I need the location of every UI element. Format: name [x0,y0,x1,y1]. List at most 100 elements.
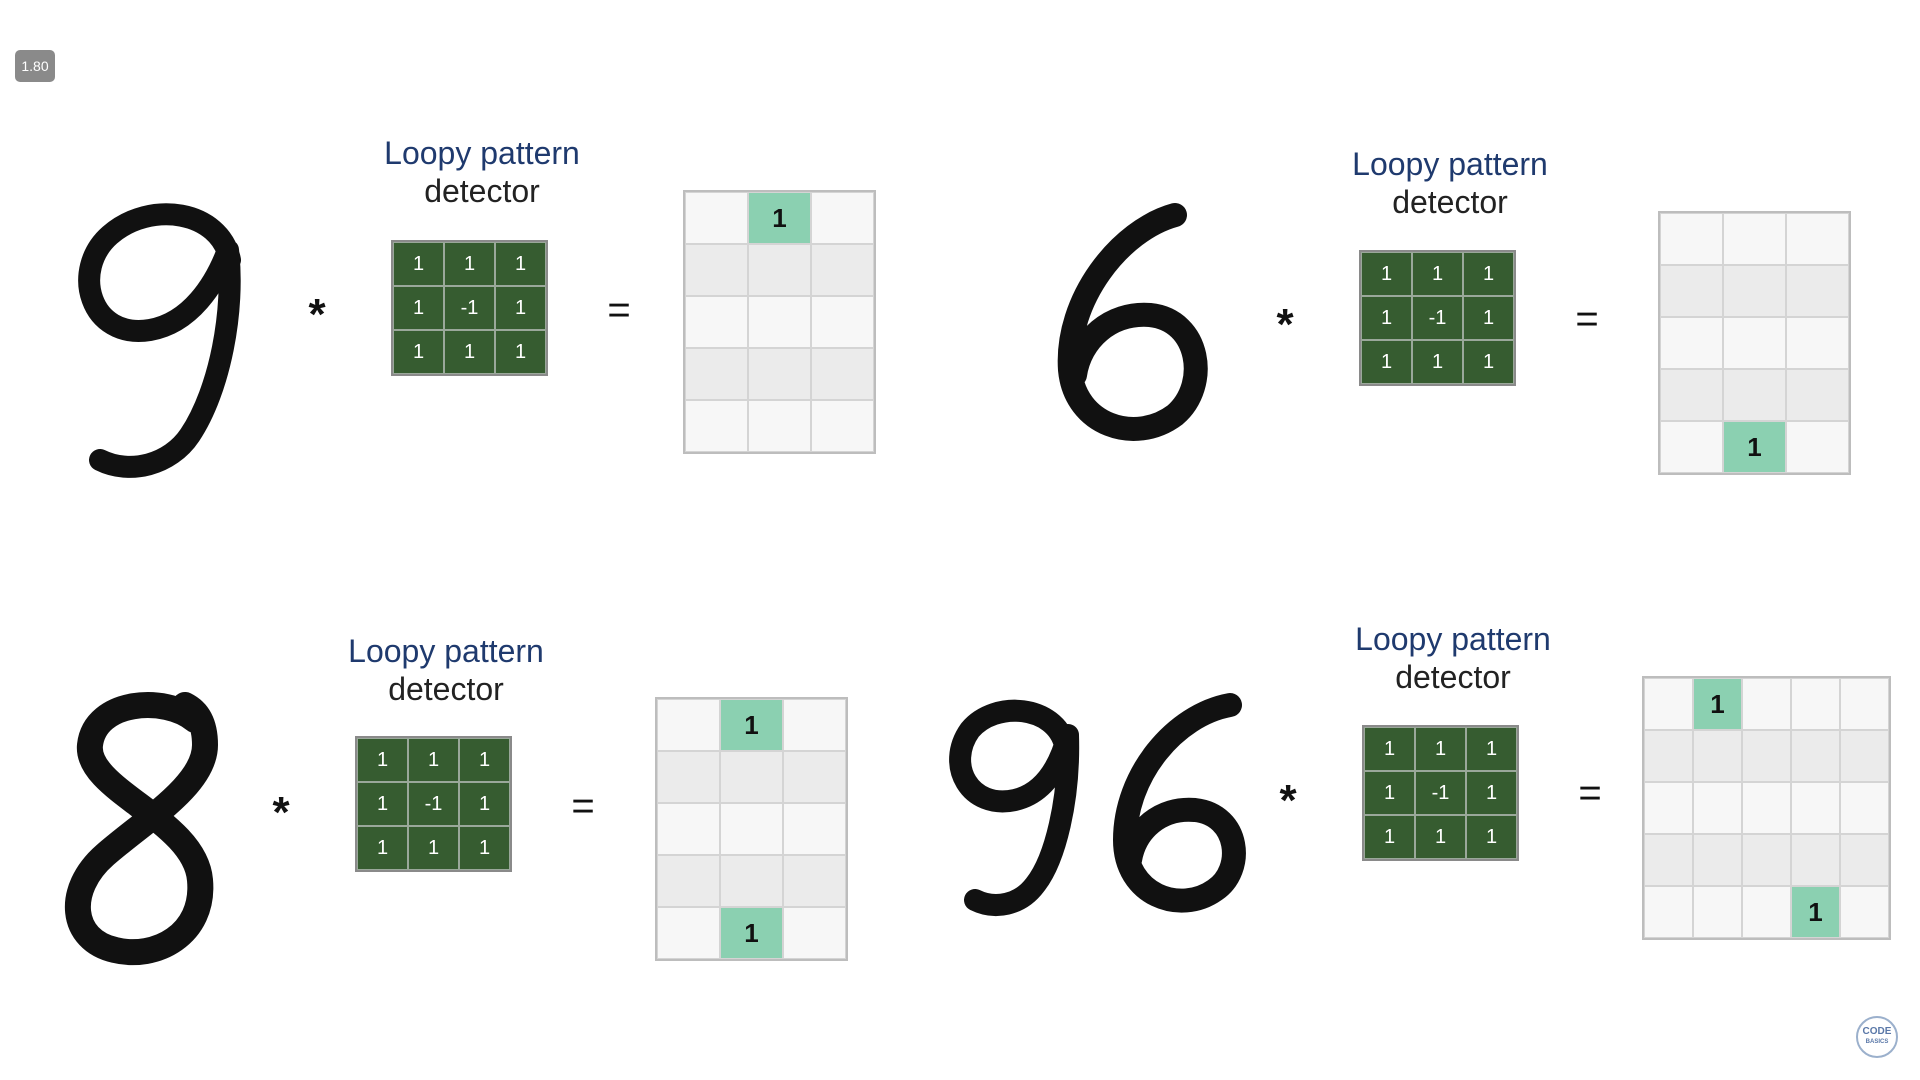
output-cell [1742,834,1791,886]
detector-title: Loopy pattern detector [296,632,596,708]
output-cell [1723,317,1786,369]
output-cell [1742,678,1791,730]
output-cell [685,192,748,244]
handwritten-digits-ninety-six [949,693,1246,916]
output-cell [720,855,783,907]
output-cell [783,907,846,959]
convolution-operator: * [308,290,326,339]
output-cell [1840,834,1889,886]
kernel-cell: -1 [1415,771,1466,815]
output-cell [748,400,811,452]
output-cell-activated: 1 [1693,678,1742,730]
output-cell-activated: 1 [720,699,783,751]
kernel-cell: 1 [1364,815,1415,859]
equals-operator: = [1578,771,1602,815]
detector-title-line1: Loopy pattern [1352,146,1548,182]
output-cell [1660,369,1723,421]
kernel-cell: 1 [1412,252,1463,296]
output-cell [1644,834,1693,886]
kernel-cell: 1 [1361,340,1412,384]
output-cell [685,348,748,400]
kernel-cell: 1 [495,242,546,286]
output-cell [1791,834,1840,886]
detector-title-line2: detector [424,173,540,209]
output-cell [1660,265,1723,317]
output-cell [1693,782,1742,834]
kernel-cell: 1 [1364,727,1415,771]
output-cell-activated: 1 [1791,886,1840,938]
output-cell [811,400,874,452]
kernel-cell: 1 [393,286,444,330]
output-cell [748,296,811,348]
output-cell [811,348,874,400]
output-cell [1742,886,1791,938]
kernel-cell: 1 [495,330,546,374]
output-cell [783,751,846,803]
output-cell [1742,730,1791,782]
kernel-cell: -1 [444,286,495,330]
kernel-cell: 1 [495,286,546,330]
output-cell [1723,265,1786,317]
output-cell [1786,213,1849,265]
logo-text-bottom: BASICS [1865,1039,1889,1045]
kernel-cell: 1 [1466,771,1517,815]
output-cell [1693,886,1742,938]
output-cell [657,855,720,907]
kernel-cell: 1 [1361,296,1412,340]
output-cell [811,192,874,244]
output-cell [657,699,720,751]
kernel-cell: 1 [393,330,444,374]
kernel-cell: 1 [1415,815,1466,859]
output-cell [1786,265,1849,317]
kernel-cell: 1 [1463,296,1514,340]
output-cell [1644,678,1693,730]
detector-title-line2: detector [1392,184,1508,220]
detector-title-line1: Loopy pattern [348,633,544,669]
convolution-operator: * [1279,776,1297,825]
convolution-operator: * [272,788,290,837]
output-cell [1644,886,1693,938]
handwritten-digit-six [1057,203,1208,441]
zoom-level-badge: 1.80 [15,50,55,82]
output-feature-map: 1 [683,190,876,454]
kernel-cell: 1 [1415,727,1466,771]
output-cell [1693,730,1742,782]
kernel-cell: 1 [1412,340,1463,384]
kernel-cell: -1 [408,782,459,826]
output-cell [811,296,874,348]
logo-text-top: CODE [1862,1026,1892,1037]
kernel-cell: 1 [393,242,444,286]
codebasics-logo: CODE BASICS [1856,1016,1898,1058]
kernel-cell: 1 [1463,252,1514,296]
output-cell [1791,678,1840,730]
output-cell [783,699,846,751]
kernel-cell: 1 [444,330,495,374]
output-cell [811,244,874,296]
output-cell [685,244,748,296]
output-cell [657,803,720,855]
kernel-cell: 1 [459,826,510,870]
kernel-cell: 1 [357,826,408,870]
kernel-cell: 1 [1361,252,1412,296]
output-cell [1786,369,1849,421]
convolution-operator: * [1276,300,1294,349]
output-cell [1644,730,1693,782]
output-cell [1742,782,1791,834]
kernel-cell: 1 [408,738,459,782]
output-cell [1660,421,1723,473]
output-cell-activated: 1 [720,907,783,959]
equals-operator: = [571,784,595,828]
output-cell [720,803,783,855]
output-cell [1840,782,1889,834]
kernel-cell: 1 [1466,815,1517,859]
detector-title: Loopy pattern detector [1303,620,1603,696]
kernel-cell: -1 [1412,296,1463,340]
kernel-cell: 1 [444,242,495,286]
output-cell [1693,834,1742,886]
output-cell [1786,421,1849,473]
